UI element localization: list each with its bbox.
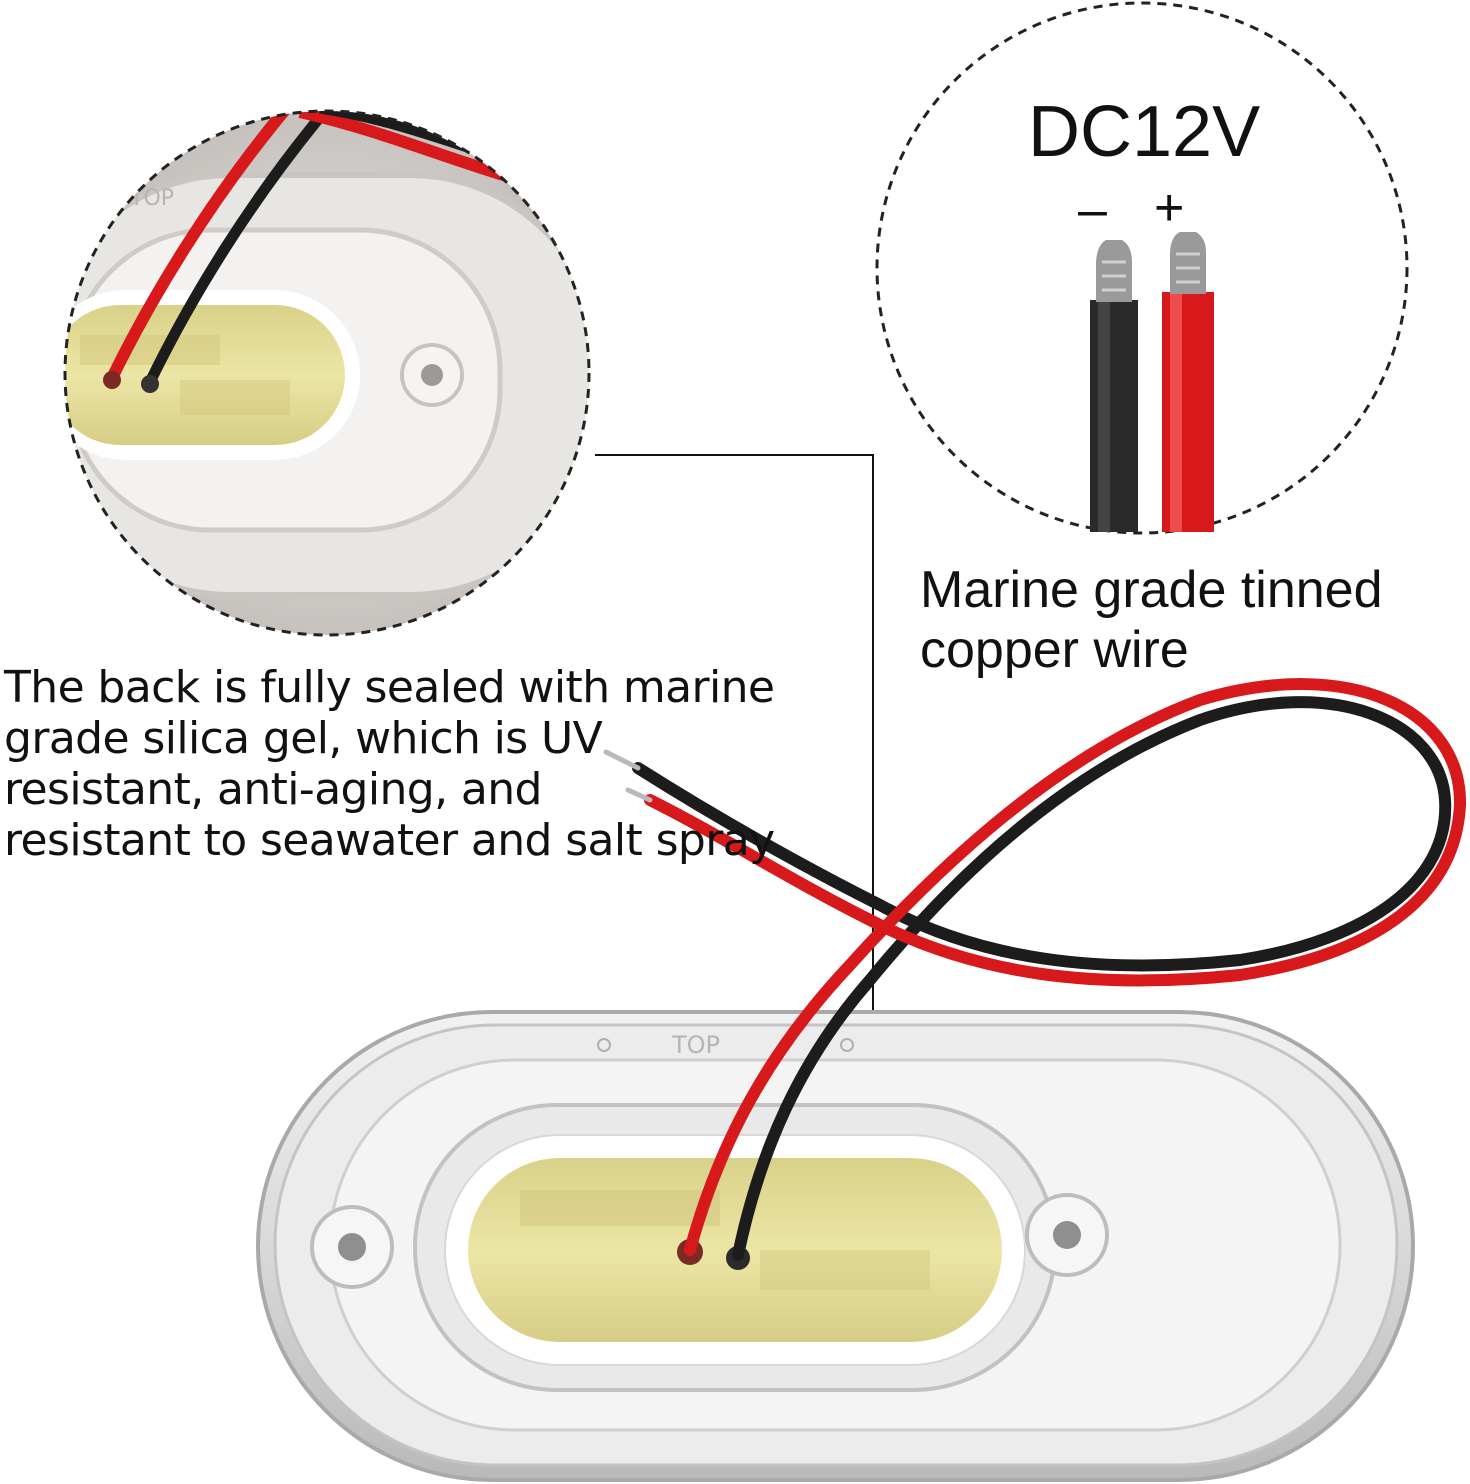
callout-leader-line: [595, 454, 874, 1140]
wire-description: Marine grade tinned copper wire: [920, 561, 1383, 679]
product-wires: [603, 678, 1467, 1261]
negative-sign: –: [1078, 181, 1107, 239]
top-mark-zoom: TOP: [129, 186, 174, 211]
wire-detail-circle: [875, 1, 1409, 535]
voltage-label: DC12V: [1028, 92, 1261, 172]
led-light-housing: TOP: [256, 1010, 1415, 1482]
sealed-back-description: The back is fully sealed with marine gra…: [4, 662, 775, 866]
zoom-detail-circle: TOP: [63, 109, 591, 637]
top-mark: TOP: [671, 1031, 720, 1059]
positive-sign: +: [1154, 179, 1185, 237]
